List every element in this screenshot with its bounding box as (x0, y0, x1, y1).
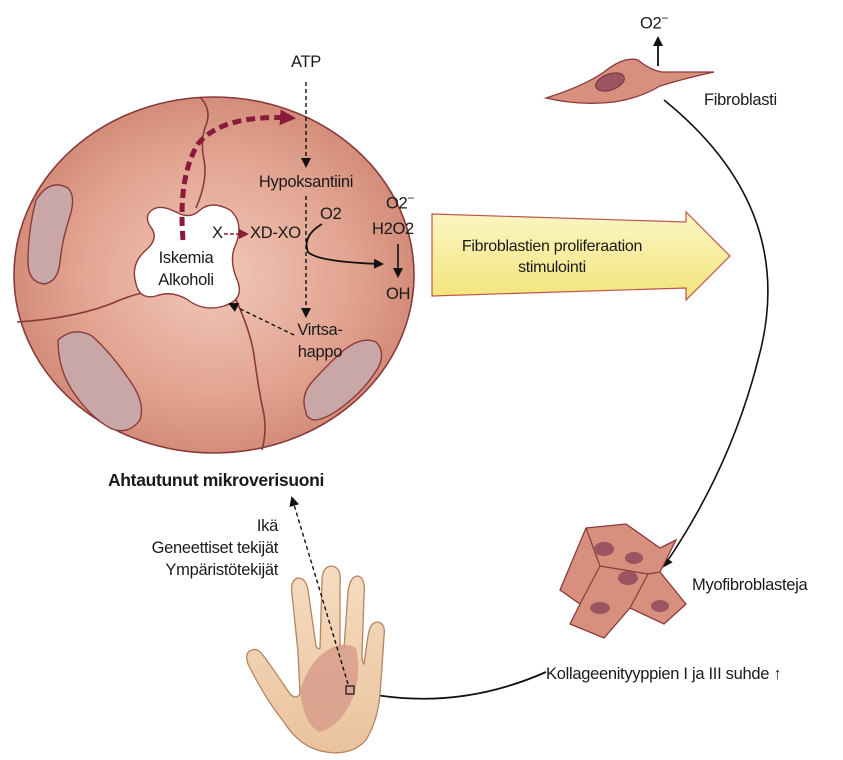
oxygen-label: O2 (320, 204, 341, 224)
myofibroblast-cluster (560, 524, 686, 638)
risk-factor-line2: Geneettiset tekijät (60, 538, 278, 558)
uric-acid-label-line1: Virtsa- (280, 320, 360, 340)
superoxide-charge: − (407, 191, 414, 205)
enzyme-label: XD-XO (250, 223, 301, 243)
risk-factor-line3: Ympäristötekijät (60, 560, 278, 580)
fibroblast-release-label: O2− (640, 8, 668, 34)
lumen-label-line2: Alkoholi (136, 270, 236, 290)
uric-acid-label-line2: happo (280, 342, 360, 362)
stimulation-text-line1: Fibroblastien proliferaation (432, 236, 672, 257)
risk-factor-line1: Ikä (60, 516, 278, 536)
hypoxanthine-label: Hypoksantiini (236, 172, 376, 192)
release-charge: − (661, 11, 668, 25)
myofibroblast-label: Myofibroblasteja (692, 575, 807, 595)
lumen-label-line1: Iskemia (136, 248, 236, 268)
collagen-label: Kollageenityyppien I ja III suhde ↑ (546, 664, 781, 684)
peroxide-label: H2O2 (372, 219, 414, 239)
superoxide-label: O2− (386, 188, 414, 214)
vessel-caption: Ahtautunut mikroverisuoni (86, 470, 346, 490)
fibroblast-label: Fibroblasti (704, 90, 777, 110)
collagen-to-hand-arrow (370, 672, 546, 699)
atp-label: ATP (278, 52, 334, 72)
fibroblast-cell (546, 59, 714, 103)
hydroxyl-label: OH (386, 284, 410, 304)
stimulation-text-line2: stimulointi (432, 257, 672, 278)
x-mark-label: X (212, 223, 223, 243)
fibroblast-to-myofibroblast-arrow (664, 100, 768, 566)
hand-illustration (247, 566, 385, 753)
